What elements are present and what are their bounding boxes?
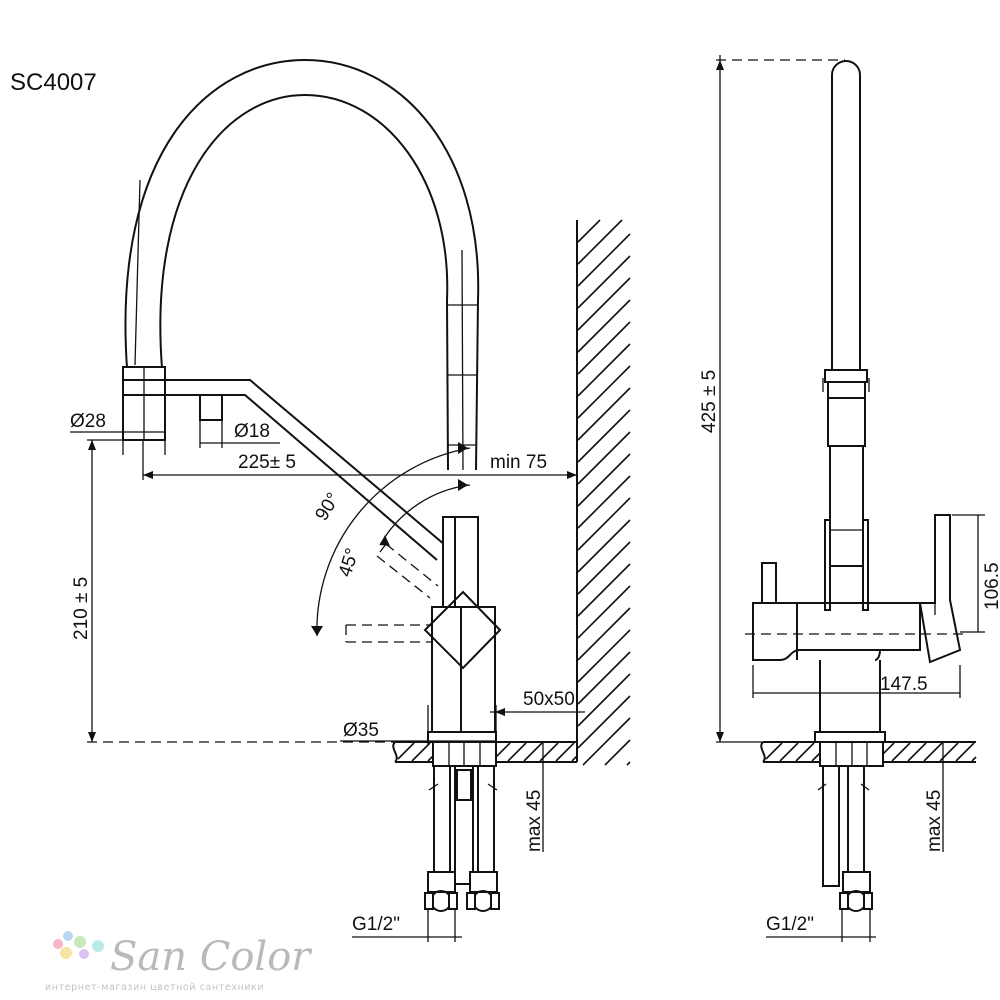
hatch-line <box>577 607 631 661</box>
hatch-line <box>577 409 631 463</box>
label-g12-right: G1/2" <box>766 914 814 935</box>
hatch-line <box>604 739 631 766</box>
label-d18: Ø18 <box>234 421 270 442</box>
logo-dot <box>92 940 104 952</box>
dim-spout-height: 210 ± 5 <box>71 439 432 743</box>
hatch-line <box>923 742 943 762</box>
label-max45-right: max 45 <box>924 790 945 852</box>
spout-head <box>122 366 166 441</box>
hatch-line <box>795 742 815 762</box>
hatch-line <box>577 453 631 507</box>
dim-max45-left: max 45 <box>520 741 545 852</box>
hatch-line <box>907 742 927 762</box>
logo-dot <box>60 947 72 959</box>
hatch-line <box>577 563 631 617</box>
label-d35: Ø35 <box>343 720 379 741</box>
hatch-line <box>577 651 631 705</box>
label-spout-height: 210 ± 5 <box>71 577 92 640</box>
hatch-line <box>577 387 631 441</box>
hatch-line <box>577 365 631 419</box>
spout-hose <box>124 58 480 471</box>
label-angle-45: 45° <box>335 546 364 580</box>
label-total-height: 425 ± 5 <box>699 370 720 433</box>
hatch-line <box>577 343 631 397</box>
hatch-line <box>577 233 631 287</box>
hatch-line <box>582 717 631 766</box>
label-body-width: 147.5 <box>880 674 928 695</box>
hatch-line <box>571 755 578 762</box>
wall-section <box>576 219 631 766</box>
dim-g12-right: G1/2" <box>766 910 876 942</box>
label-reach: 225± 5 <box>238 452 296 473</box>
hatch-line <box>577 277 631 331</box>
hatch-line <box>891 742 911 762</box>
logo-dot <box>63 931 73 941</box>
label-tube: 50x50 <box>523 689 575 710</box>
hatch-line <box>577 695 631 749</box>
dim-handle-height: 106.5 <box>745 514 1000 635</box>
supply-hoses-left <box>424 741 500 912</box>
hatch-line <box>577 299 631 353</box>
hatch-line <box>577 219 623 265</box>
hatch-line <box>411 742 431 762</box>
hatch-line <box>626 761 631 766</box>
faucet-body <box>423 516 502 743</box>
label-d28: Ø28 <box>70 411 106 432</box>
label-g12-left: G1/2" <box>352 914 400 935</box>
side-view-spout <box>822 60 870 611</box>
hatch-line <box>971 756 977 762</box>
logo-color-dots <box>53 931 104 959</box>
hatch-line <box>397 742 415 760</box>
handle-ghost-positions <box>345 543 439 643</box>
dim-g12-left: G1/2" <box>352 910 462 942</box>
label-max45-left: max 45 <box>524 790 545 852</box>
logo-dot <box>79 949 89 959</box>
label-angle-90: 90° <box>311 489 344 524</box>
logo-dot <box>74 936 86 948</box>
hatch-line <box>577 321 631 375</box>
logo-name: San Color <box>110 934 313 980</box>
hatch-line <box>577 673 631 727</box>
dim-d18: Ø18 <box>199 420 280 448</box>
model-number: SC4007 <box>10 69 97 96</box>
hatch-line <box>577 541 631 595</box>
hatch-line <box>779 742 799 762</box>
logo-dot <box>53 939 63 949</box>
sancolor-logo: San Color интернет-магазин цветной санте… <box>45 931 313 993</box>
dim-reach: 225± 5 min 75 <box>142 440 577 480</box>
dim-d35: Ø35 <box>340 705 497 745</box>
dim-angles: 90° 45° <box>311 489 363 579</box>
hatch-line <box>577 431 631 485</box>
hatch-line <box>577 219 601 243</box>
handle-rotation-arcs <box>311 442 471 637</box>
supply-hoses-right <box>817 741 884 912</box>
spout-arm <box>165 379 446 561</box>
hatch-line <box>765 742 783 760</box>
hatch-line <box>523 742 543 762</box>
hatch-line <box>555 742 575 762</box>
dim-max45-right: max 45 <box>920 741 945 852</box>
logo-tagline: интернет-магазин цветной сантехники <box>45 982 264 993</box>
hatch-line <box>955 742 975 762</box>
dim-body-width: 147.5 <box>752 665 961 698</box>
hatch-line <box>577 255 631 309</box>
hatch-line <box>507 742 527 762</box>
label-handle-height: 106.5 <box>982 562 1000 610</box>
dim-total-height: 425 ± 5 <box>699 55 845 743</box>
hatch-line <box>577 585 631 639</box>
hatch-line <box>577 519 631 573</box>
dim-tube: 50x50 <box>490 689 585 716</box>
label-wall: min 75 <box>490 452 547 473</box>
hatch-line <box>577 497 631 551</box>
dim-d28: Ø28 <box>70 411 166 455</box>
hatch-line <box>577 475 631 529</box>
hatch-line <box>577 629 631 683</box>
